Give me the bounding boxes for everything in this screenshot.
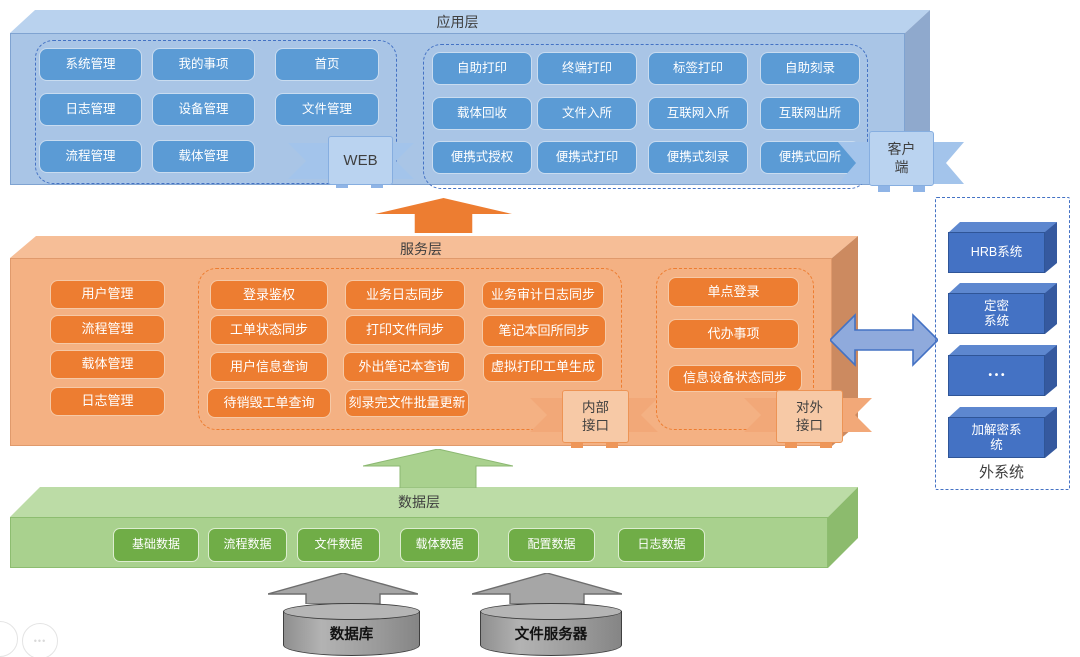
service-module: 单点登录 (668, 277, 799, 307)
floating-button[interactable] (0, 621, 18, 657)
cube-top-face (948, 345, 1057, 356)
data-module: 配置数据 (508, 528, 595, 562)
app-module: 系统管理 (39, 48, 142, 81)
service-module: 虚拟打印工单生成 (483, 353, 603, 382)
service-module: 待销毁工单查询 (207, 388, 331, 418)
more-options-button[interactable]: ••• (22, 623, 58, 657)
up-arrow-icon (268, 573, 418, 604)
internal-interface-ribbon: 内部 接口 (562, 390, 629, 443)
external-system-cube: 加解密系 统 (948, 407, 1057, 458)
service-module: 刻录完文件批量更新 (345, 389, 469, 417)
service-module: 业务日志同步 (345, 280, 465, 310)
app-module: 文件管理 (275, 93, 379, 126)
client-ribbon-fold (913, 184, 925, 192)
service-module: 载体管理 (50, 350, 165, 379)
external-system-label: 加解密系 统 (948, 417, 1045, 458)
external-interface-ribbon-fold (820, 440, 832, 448)
data-module: 日志数据 (618, 528, 705, 562)
cube-side-face (1045, 345, 1057, 396)
service-module: 用户信息查询 (210, 352, 328, 382)
external-system-label: 定密 系统 (948, 293, 1045, 334)
cube-side-face (1045, 407, 1057, 458)
app-layer-title: 应用层 (436, 14, 479, 30)
service-module: 日志管理 (50, 387, 165, 416)
up-arrow-icon (375, 198, 512, 233)
service-module: 业务审计日志同步 (482, 281, 604, 309)
cylinder-top-icon (283, 603, 420, 620)
database-cylinder: 数据库 (283, 603, 420, 656)
service-layer-top-face (10, 236, 858, 258)
external-system-cube: 定密 系统 (948, 283, 1057, 334)
app-module: 日志管理 (39, 93, 142, 126)
cylinder-top-icon (480, 603, 622, 620)
app-module: 载体管理 (152, 140, 255, 173)
cube-top-face (948, 222, 1057, 233)
service-module: 信息设备状态同步 (668, 365, 802, 392)
internal-interface-ribbon-fold (571, 440, 583, 448)
service-module: 用户管理 (50, 280, 165, 309)
client-ribbon: 客户 端 (869, 131, 934, 186)
app-module: 便携式刻录 (648, 141, 748, 174)
service-layer-title: 服务层 (400, 241, 442, 257)
web-ribbon: WEB (328, 136, 393, 185)
cube-top-face (948, 283, 1057, 294)
app-module: 互联网出所 (760, 97, 860, 130)
app-module: 我的事项 (152, 48, 255, 81)
file-server-cylinder: 文件服务器 (480, 603, 622, 656)
cube-side-face (1045, 283, 1057, 334)
external-system-cube: • • • (948, 345, 1057, 396)
service-external-module-group (656, 268, 814, 430)
app-module: 载体回收 (432, 97, 532, 130)
data-module: 流程数据 (208, 528, 287, 562)
app-module: 自助打印 (432, 52, 532, 85)
app-module: 互联网入所 (648, 97, 748, 130)
external-interface-ribbon-fold (785, 440, 797, 448)
app-module: 首页 (275, 48, 379, 81)
client-ribbon-fold (878, 184, 890, 192)
data-module: 载体数据 (400, 528, 479, 562)
app-module: 自助刻录 (760, 52, 860, 85)
app-module: 设备管理 (152, 93, 255, 126)
file-server-label: 文件服务器 (480, 611, 622, 656)
app-module: 流程管理 (39, 140, 142, 173)
data-module: 基础数据 (113, 528, 199, 562)
data-layer-title: 数据层 (398, 494, 440, 510)
external-system-label: • • • (948, 355, 1045, 396)
cube-top-face (948, 407, 1057, 418)
service-module: 流程管理 (50, 315, 165, 344)
service-module: 笔记本回所同步 (482, 315, 606, 347)
ellipsis-icon: ••• (33, 636, 47, 646)
service-module: 登录鉴权 (210, 280, 328, 310)
service-module: 代办事项 (668, 319, 799, 349)
external-interface-ribbon: 对外 接口 (776, 390, 843, 443)
app-module: 终端打印 (537, 52, 637, 85)
app-layer-top-face (10, 10, 930, 33)
service-internal-module-group (198, 268, 622, 430)
external-systems-label: 外系统 (978, 464, 1024, 481)
app-module: 标签打印 (648, 52, 748, 85)
up-arrow-icon (472, 573, 622, 604)
data-module: 文件数据 (297, 528, 380, 562)
up-arrow-icon (363, 449, 513, 488)
app-web-module-group (35, 40, 397, 184)
external-system-label: HRB系统 (948, 232, 1045, 273)
app-module: 便携式打印 (537, 141, 637, 174)
external-system-cube: HRB系统 (948, 222, 1057, 273)
cube-side-face (1045, 222, 1057, 273)
internal-interface-ribbon-fold (606, 440, 618, 448)
service-module: 打印文件同步 (345, 315, 465, 345)
double-arrow-icon (830, 313, 938, 367)
data-layer-top-face (10, 487, 858, 517)
service-module: 工单状态同步 (210, 315, 328, 345)
app-client-module-group (423, 44, 868, 189)
external-systems-group (935, 197, 1070, 490)
app-module: 文件入所 (537, 97, 637, 130)
app-module: 便携式授权 (432, 141, 532, 174)
service-module: 外出笔记本查询 (343, 352, 465, 382)
